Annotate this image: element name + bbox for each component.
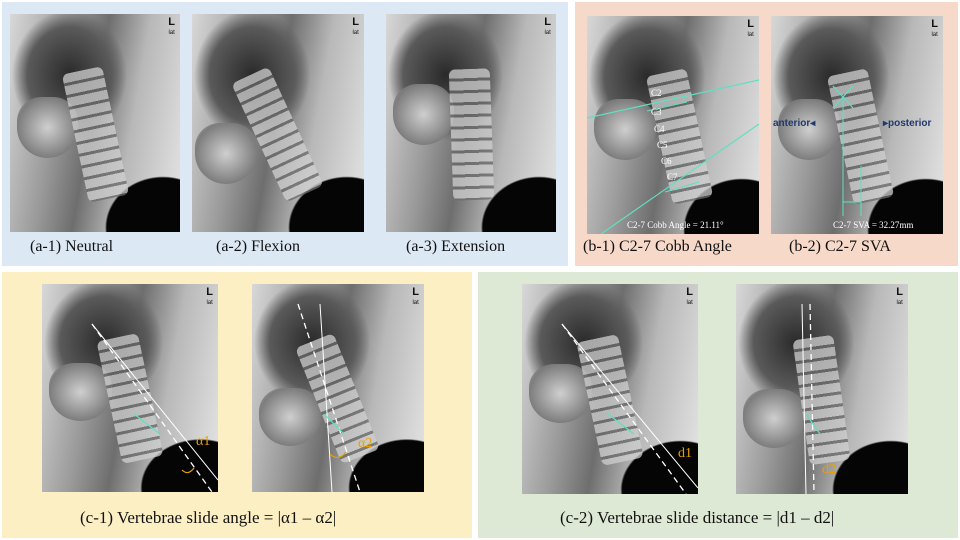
anterior-label: anterior◂: [773, 118, 815, 129]
jaw-region: [777, 98, 840, 160]
caption-cobb-angle: (b-1) C2-7 Cobb Angle: [583, 238, 732, 255]
caption-neutral: (a-1) Neutral: [30, 238, 114, 255]
caption-slide-angle: (c-1) Vertebrae slide angle = |α1 – α2|: [80, 508, 337, 527]
caption-sva: (b-2) C2-7 SVA: [789, 238, 891, 255]
posterior-label: ▸posterior: [883, 118, 931, 129]
posterior-text: posterior: [888, 118, 932, 129]
distance-label-d1: d1: [678, 446, 692, 461]
slide-angle-lines-1: [91, 323, 218, 492]
sva-lines: [832, 85, 862, 216]
slide-distance-lines-2: [801, 303, 821, 494]
cobb-lines: [587, 79, 759, 234]
vertebra-label: C2: [651, 88, 662, 98]
xray-cobb-angle: C2 C3 C4 C5 C6 C7 C2-7 Cobb Angle = 21.1…: [587, 16, 759, 234]
arrow-left-icon: ◂: [810, 118, 816, 129]
jaw-region: [49, 363, 113, 422]
jaw-region: [529, 363, 593, 423]
caption-slide-distance: (c-2) Vertebrae slide distance = |d1 – d…: [560, 508, 835, 527]
vertebra-label: C5: [657, 140, 668, 150]
panel-b-sagittal-parameters: C2 C3 C4 C5 C6 C7 C2-7 Cobb Angle = 21.1…: [575, 2, 958, 266]
sva-value: C2-7 SVA = 32.27mm: [833, 220, 914, 230]
slide-angle-lines-2: [297, 303, 361, 492]
vertebra-label: C7: [667, 172, 678, 182]
xray-sva: anterior◂ ▸posterior C2-7 SVA = 32.27mm …: [771, 16, 943, 234]
jaw-region: [258, 388, 321, 447]
angle-label-alpha1: α1: [196, 434, 211, 449]
vertebra-label: C6: [661, 156, 672, 166]
vertebra-label: C3: [651, 107, 662, 117]
jaw-region: [593, 98, 656, 160]
jaw-region: [742, 389, 805, 448]
distance-label-d2: d2: [822, 462, 836, 477]
jaw-region: [195, 123, 258, 185]
arrow-right-icon: ▸: [883, 118, 889, 129]
slide-distance-lines-1: [561, 323, 698, 494]
caption-flexion: (a-2) Flexion: [216, 238, 300, 255]
vertebra-label: C4: [654, 124, 665, 134]
jaw-region: [392, 83, 454, 145]
caption-extension: (a-3) Extension: [406, 238, 506, 255]
cobb-angle-value: C2-7 Cobb Angle = 21.11°: [627, 220, 724, 230]
anterior-text: anterior: [773, 118, 811, 129]
cervical-spine: [448, 67, 494, 200]
angle-label-alpha2: α2: [358, 436, 373, 451]
